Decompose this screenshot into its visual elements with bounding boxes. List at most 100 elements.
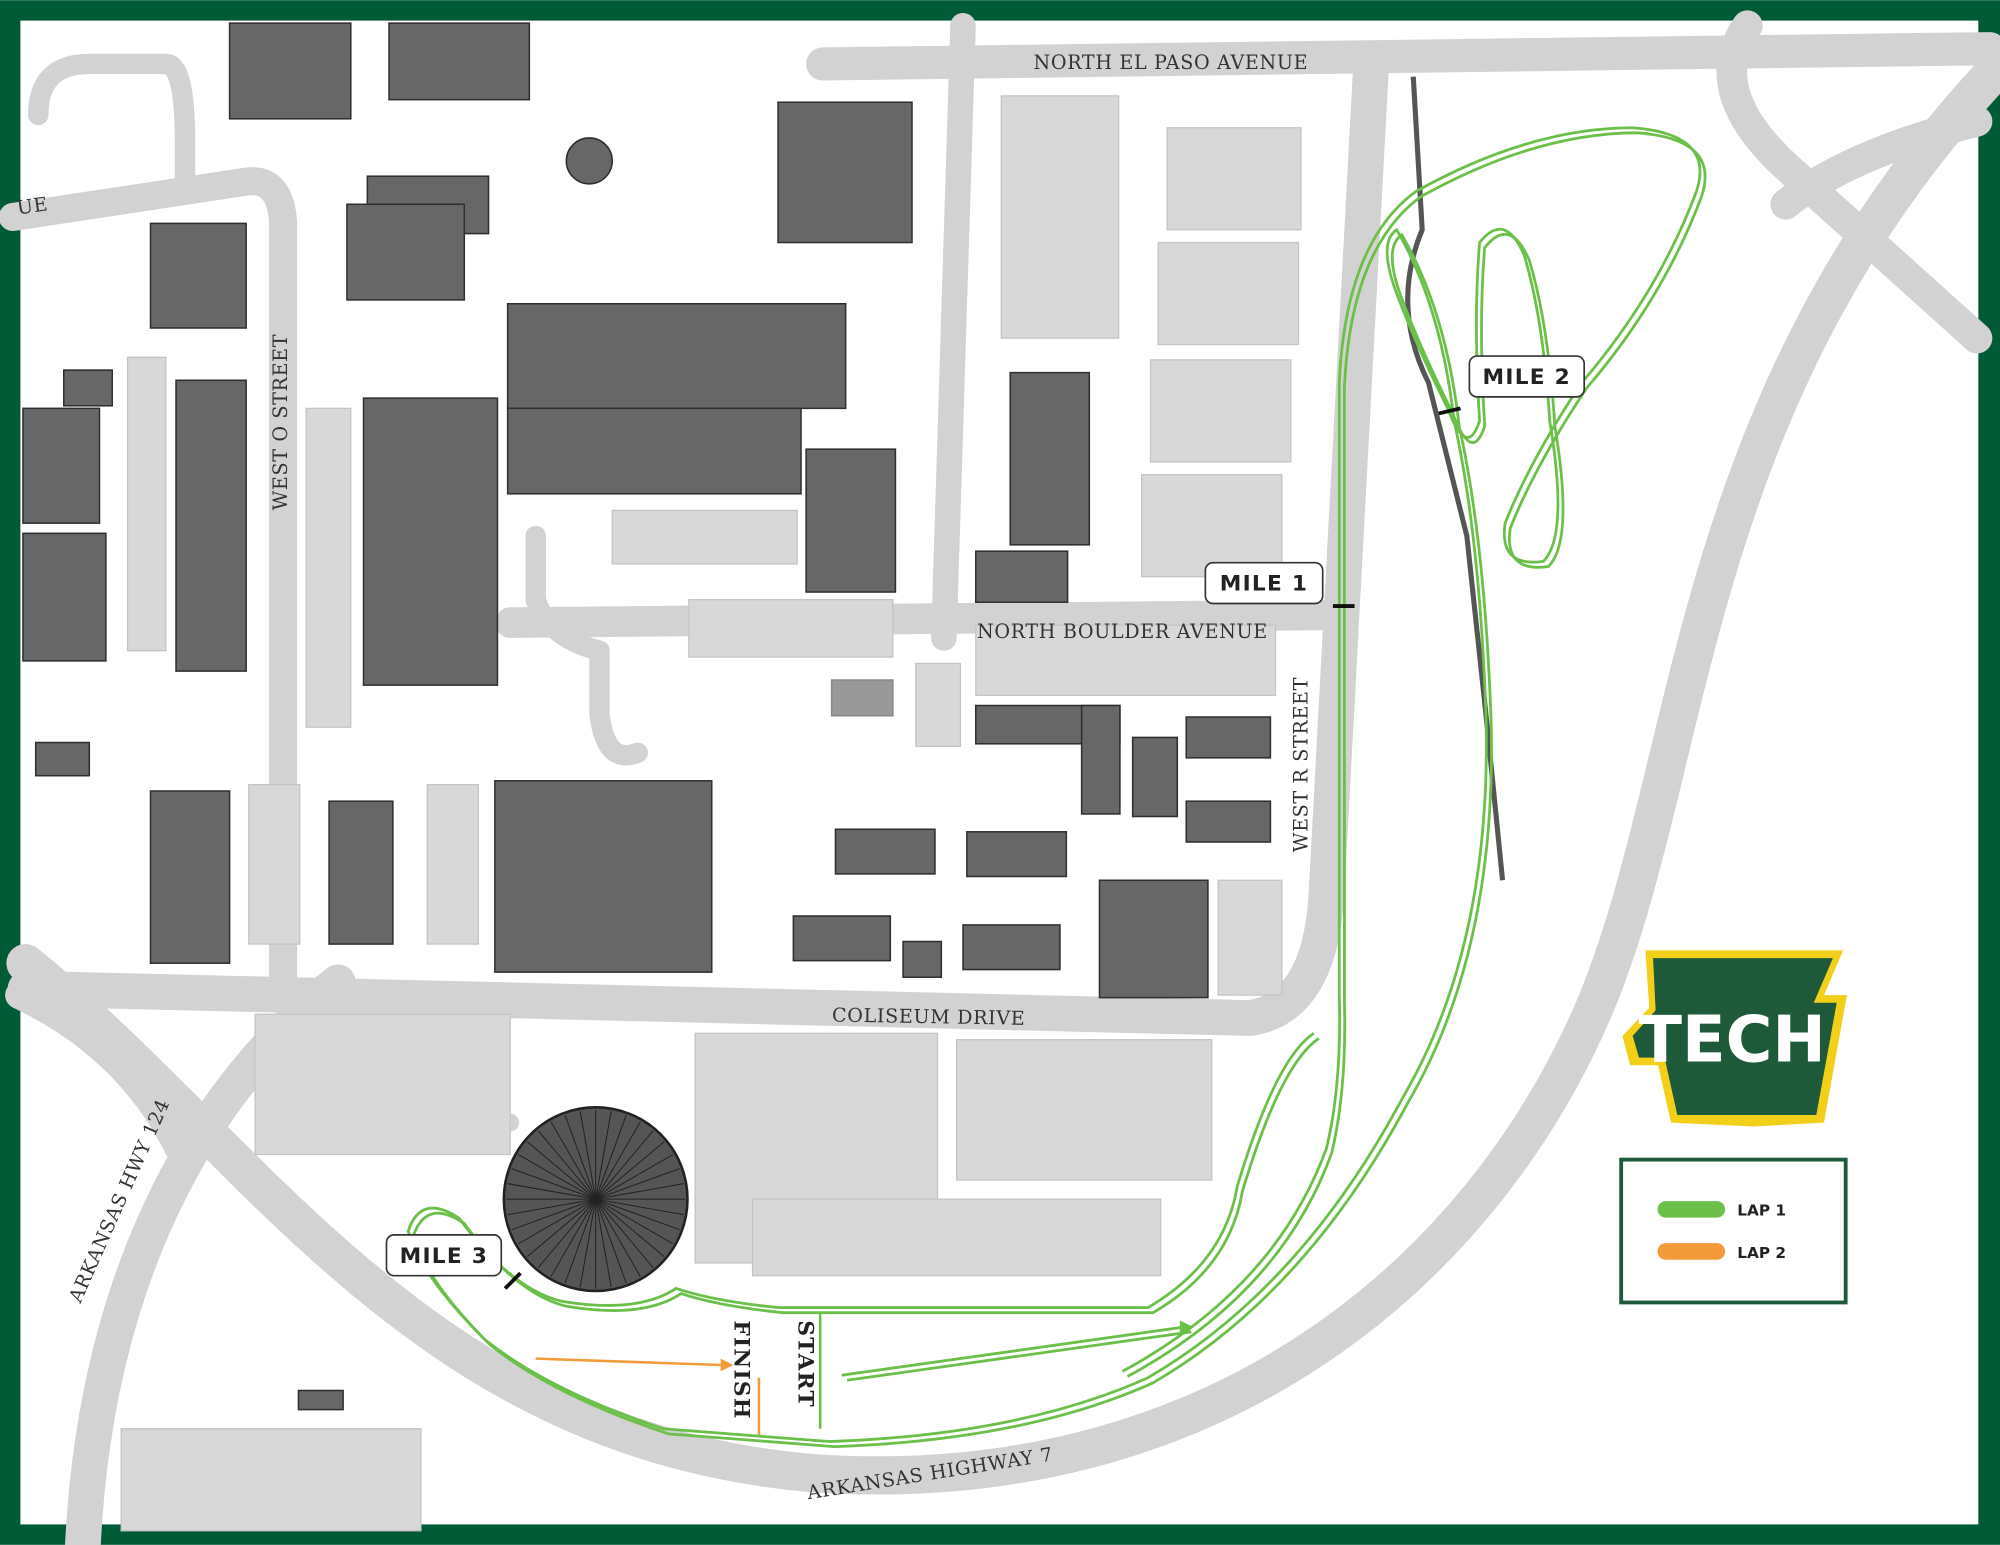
road-north-boulder <box>494 599 1336 638</box>
finish-arrowhead-icon <box>720 1358 734 1372</box>
parking-lot <box>1000 95 1120 339</box>
label-north-boulder: NORTH BOULDER AVENUE <box>977 620 1268 643</box>
road-north-el-paso <box>806 32 2000 81</box>
roof-spoke <box>595 1198 684 1216</box>
parking-lot <box>1140 474 1283 578</box>
legend-label-lap-1: LAP 1 <box>1737 1202 1786 1220</box>
building <box>506 407 802 495</box>
roof-spoke <box>595 1121 641 1200</box>
legend-label-lap-2: LAP 2 <box>1737 1244 1786 1262</box>
mile-2-tick <box>1438 406 1461 416</box>
roof-spoke <box>537 1198 597 1268</box>
mile-3-tick <box>503 1271 522 1290</box>
mile-1-label: MILE 1 <box>1220 572 1309 597</box>
coliseum <box>502 1106 689 1293</box>
road-top-left <box>28 53 196 189</box>
roof-spoke <box>537 1130 597 1200</box>
building <box>1185 800 1272 843</box>
building <box>966 831 1068 878</box>
roof-spoke <box>526 1141 596 1200</box>
roof-spoke <box>595 1130 654 1200</box>
roof-spoke <box>595 1141 665 1200</box>
roof-spoke <box>595 1168 680 1200</box>
building <box>22 532 107 662</box>
race-route: FINISH START <box>406 126 1707 1449</box>
building <box>565 137 614 185</box>
tech-logo: TECH <box>1622 950 1847 1127</box>
roof-spoke <box>595 1198 674 1245</box>
parking-lot <box>126 356 167 652</box>
building <box>975 550 1069 603</box>
building <box>22 407 101 524</box>
building <box>297 1389 344 1411</box>
road-ramp <box>5 981 193 1163</box>
roof-spoke <box>595 1198 680 1231</box>
legend-box <box>1619 1157 1848 1305</box>
building <box>328 800 394 945</box>
building <box>1131 736 1179 818</box>
roof-spoke <box>595 1111 612 1200</box>
roof-spoke <box>518 1154 596 1200</box>
building <box>494 780 713 973</box>
label-west-r: WEST R STREET <box>1289 677 1312 852</box>
building <box>149 790 231 964</box>
roof-spoke <box>564 1198 597 1284</box>
road-hwy-7 <box>6 57 2000 1495</box>
building <box>228 22 352 120</box>
roof-spoke <box>526 1198 596 1257</box>
parking-lot <box>254 1013 511 1156</box>
building <box>792 915 892 962</box>
building <box>149 222 247 329</box>
finish-label: FINISH <box>729 1320 754 1419</box>
road-northeast-2 <box>1770 106 1993 220</box>
buildings <box>22 22 1272 1411</box>
start-label: START <box>792 1320 817 1408</box>
roof-spoke <box>511 1168 596 1200</box>
road-northeast <box>1716 10 1993 354</box>
finish-approach-arrow <box>535 1357 721 1367</box>
road-north-south <box>931 12 976 651</box>
label-north-el-paso: NORTH EL PASO AVENUE <box>1034 51 1309 74</box>
label-west-o: WEST O STREET <box>269 334 292 511</box>
mile-markers: MILE 1 MILE 2 MILE 3 <box>385 355 1586 1290</box>
roof-spoke <box>595 1198 627 1284</box>
parking-lot <box>120 1428 422 1532</box>
lap-1-route <box>406 126 1702 1443</box>
parking-lot <box>1149 359 1292 463</box>
building <box>362 397 499 686</box>
roof-spoke <box>579 1111 597 1200</box>
roof-spoke <box>595 1198 654 1268</box>
roof-spoke <box>595 1154 674 1200</box>
roof-spoke <box>595 1199 612 1288</box>
parking-lot <box>975 624 1277 696</box>
mile-3-box <box>385 1234 503 1277</box>
parking-lot <box>1217 879 1283 996</box>
mile-2-label: MILE 2 <box>1483 365 1572 390</box>
logo-arkansas-shape <box>1632 958 1837 1115</box>
start-arrowhead-icon <box>1179 1320 1193 1335</box>
building <box>346 203 466 301</box>
roof-spoke <box>518 1198 596 1245</box>
building <box>902 940 943 978</box>
parking-lot <box>915 662 962 747</box>
building <box>1185 716 1272 759</box>
roof-spoke <box>564 1115 597 1200</box>
building <box>506 302 847 410</box>
roof-spoke <box>579 1199 597 1288</box>
roof-spoke <box>511 1198 596 1231</box>
parking-lot <box>426 783 479 945</box>
parking-lot <box>751 1198 1162 1277</box>
roof-spoke <box>595 1115 627 1200</box>
building <box>175 379 247 672</box>
building <box>34 741 91 777</box>
mile-1-box <box>1204 561 1324 605</box>
roof-spoke <box>595 1183 684 1200</box>
logo-text: TECH <box>1639 1003 1826 1077</box>
roof-spoke <box>550 1121 597 1200</box>
building <box>1098 879 1209 999</box>
roof-spoke <box>595 1198 665 1257</box>
building <box>63 369 114 407</box>
parking-lot <box>1157 241 1300 346</box>
building <box>962 924 1061 971</box>
parking-lot <box>1166 127 1302 231</box>
